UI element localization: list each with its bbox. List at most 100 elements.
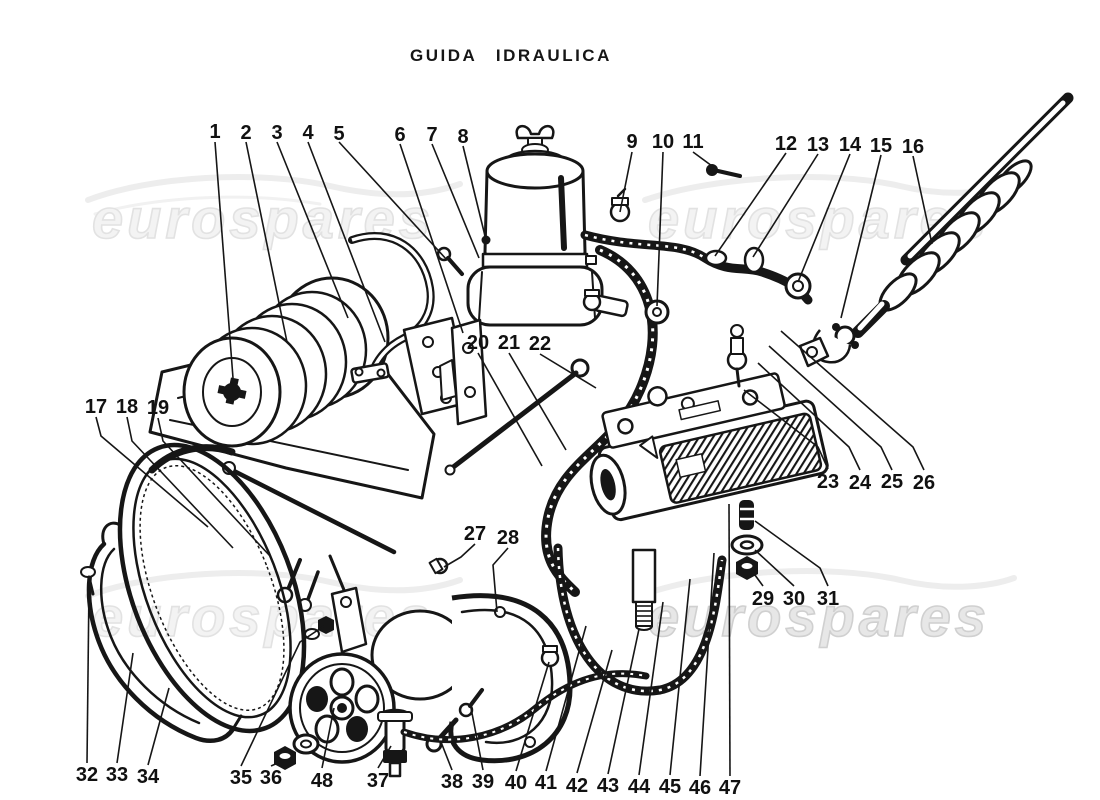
callout-leader-15 (840, 154, 882, 319)
callout-leader-45 (669, 578, 691, 776)
callout-number-43: 43 (597, 775, 619, 797)
callout-leader-33 (116, 652, 134, 764)
callout-leader-29 (751, 570, 764, 587)
callout-leader-7 (431, 143, 480, 259)
callout-number-7: 7 (426, 124, 437, 146)
callout-leader-19 (157, 417, 271, 557)
callout-number-30: 30 (783, 588, 805, 610)
callout-number-36: 36 (260, 767, 282, 789)
callout-leader-37 (377, 745, 392, 769)
callout-leader-44 (638, 601, 664, 776)
callout-number-8: 8 (457, 126, 468, 148)
callout-number-47: 47 (719, 777, 741, 799)
callout-leader-2 (245, 141, 288, 343)
callout-leader-16 (912, 155, 933, 245)
callout-number-3: 3 (271, 122, 282, 144)
callout-number-40: 40 (505, 772, 527, 794)
callout-number-38: 38 (441, 771, 463, 793)
callout-leader-32 (86, 585, 90, 764)
callout-leader-10 (656, 151, 664, 307)
steering-column (798, 92, 1074, 368)
callout-number-39: 39 (472, 771, 494, 793)
callout-leader-35 (240, 625, 325, 767)
callout-leader-41 (545, 625, 587, 772)
callout-number-48: 48 (311, 770, 333, 792)
fluid-reservoir (436, 125, 629, 426)
callout-leader-6 (399, 143, 464, 334)
callout-leader-3 (276, 141, 349, 319)
callout-number-24: 24 (849, 472, 872, 494)
callout-number-5: 5 (333, 123, 344, 145)
v-belt (117, 442, 307, 734)
callout-leader-4 (307, 141, 386, 343)
hydraulic-hoses (541, 164, 813, 696)
callout-number-20: 20 (467, 332, 489, 354)
callout-number-6: 6 (394, 124, 405, 146)
callout-number-37: 37 (367, 770, 389, 792)
callout-leader-31 (754, 520, 829, 587)
callout-number-18: 18 (116, 396, 138, 418)
callout-number-1: 1 (209, 121, 220, 143)
callout-number-22: 22 (529, 333, 551, 355)
callout-number-32: 32 (76, 764, 98, 786)
callout-number-46: 46 (689, 777, 711, 799)
callout-leader-36 (270, 761, 281, 767)
callout-leader-20 (477, 352, 543, 467)
callout-leader-26 (780, 330, 925, 471)
power-steering-pump (274, 554, 650, 778)
callout-leader-13 (752, 153, 819, 258)
callout-leader-9 (619, 151, 633, 213)
callout-number-44: 44 (628, 776, 651, 798)
callout-number-19: 19 (147, 397, 169, 419)
drawing (80, 92, 1074, 778)
callout-leader-48 (321, 707, 335, 769)
callout-leader-14 (797, 153, 851, 283)
callout-number-45: 45 (659, 776, 681, 798)
callout-leader-25 (768, 345, 893, 471)
callout-leader-43 (607, 628, 640, 775)
callout-leader-46 (699, 552, 715, 777)
callout-number-33: 33 (106, 764, 128, 786)
callout-number-11: 11 (682, 131, 703, 153)
callout-leader-40 (515, 661, 550, 772)
callout-number-4: 4 (302, 122, 314, 144)
callout-leader-23 (743, 389, 829, 470)
callout-leader-17 (95, 416, 209, 528)
callout-number-10: 10 (652, 131, 674, 153)
callout-number-15: 15 (870, 135, 892, 157)
watermark-bottom-right: eurospares (642, 568, 1017, 649)
page-title: GUIDA IDRAULICA (410, 46, 612, 65)
callout-leader-27 (443, 543, 476, 568)
callout-leader-18 (126, 416, 234, 549)
callout-number-26: 26 (913, 472, 935, 494)
callout-number-23: 23 (817, 471, 839, 493)
callout-number-17: 17 (85, 396, 107, 418)
engine-mount-assembly (148, 231, 472, 612)
strap-bracket (80, 521, 243, 743)
callout-number-41: 41 (535, 772, 557, 794)
callout-number-16: 16 (902, 136, 924, 158)
callout-number-2: 2 (240, 122, 251, 144)
callout-leader-8 (462, 145, 487, 241)
callout-leader-24 (757, 362, 861, 471)
callout-leader-30 (754, 549, 795, 587)
callout-leader-5 (338, 141, 448, 261)
callout-number-35: 35 (230, 767, 252, 789)
callout-leader-11 (692, 151, 713, 167)
callout-leader-47 (728, 503, 731, 777)
callout-number-13: 13 (807, 134, 829, 156)
callout-number-42: 42 (566, 775, 588, 797)
callout-number-9: 9 (626, 131, 637, 153)
callout-number-28: 28 (497, 527, 519, 549)
callout-number-12: 12 (775, 133, 797, 155)
callout-number-25: 25 (881, 471, 903, 493)
callout-leader-22 (539, 353, 597, 389)
callout-leader-21 (508, 352, 567, 451)
callout-leader-28 (492, 547, 509, 613)
callout-number-21: 21 (498, 332, 520, 354)
callout-leader-42 (576, 649, 613, 774)
steering-box (589, 324, 829, 631)
callout-leader-12 (714, 152, 787, 257)
